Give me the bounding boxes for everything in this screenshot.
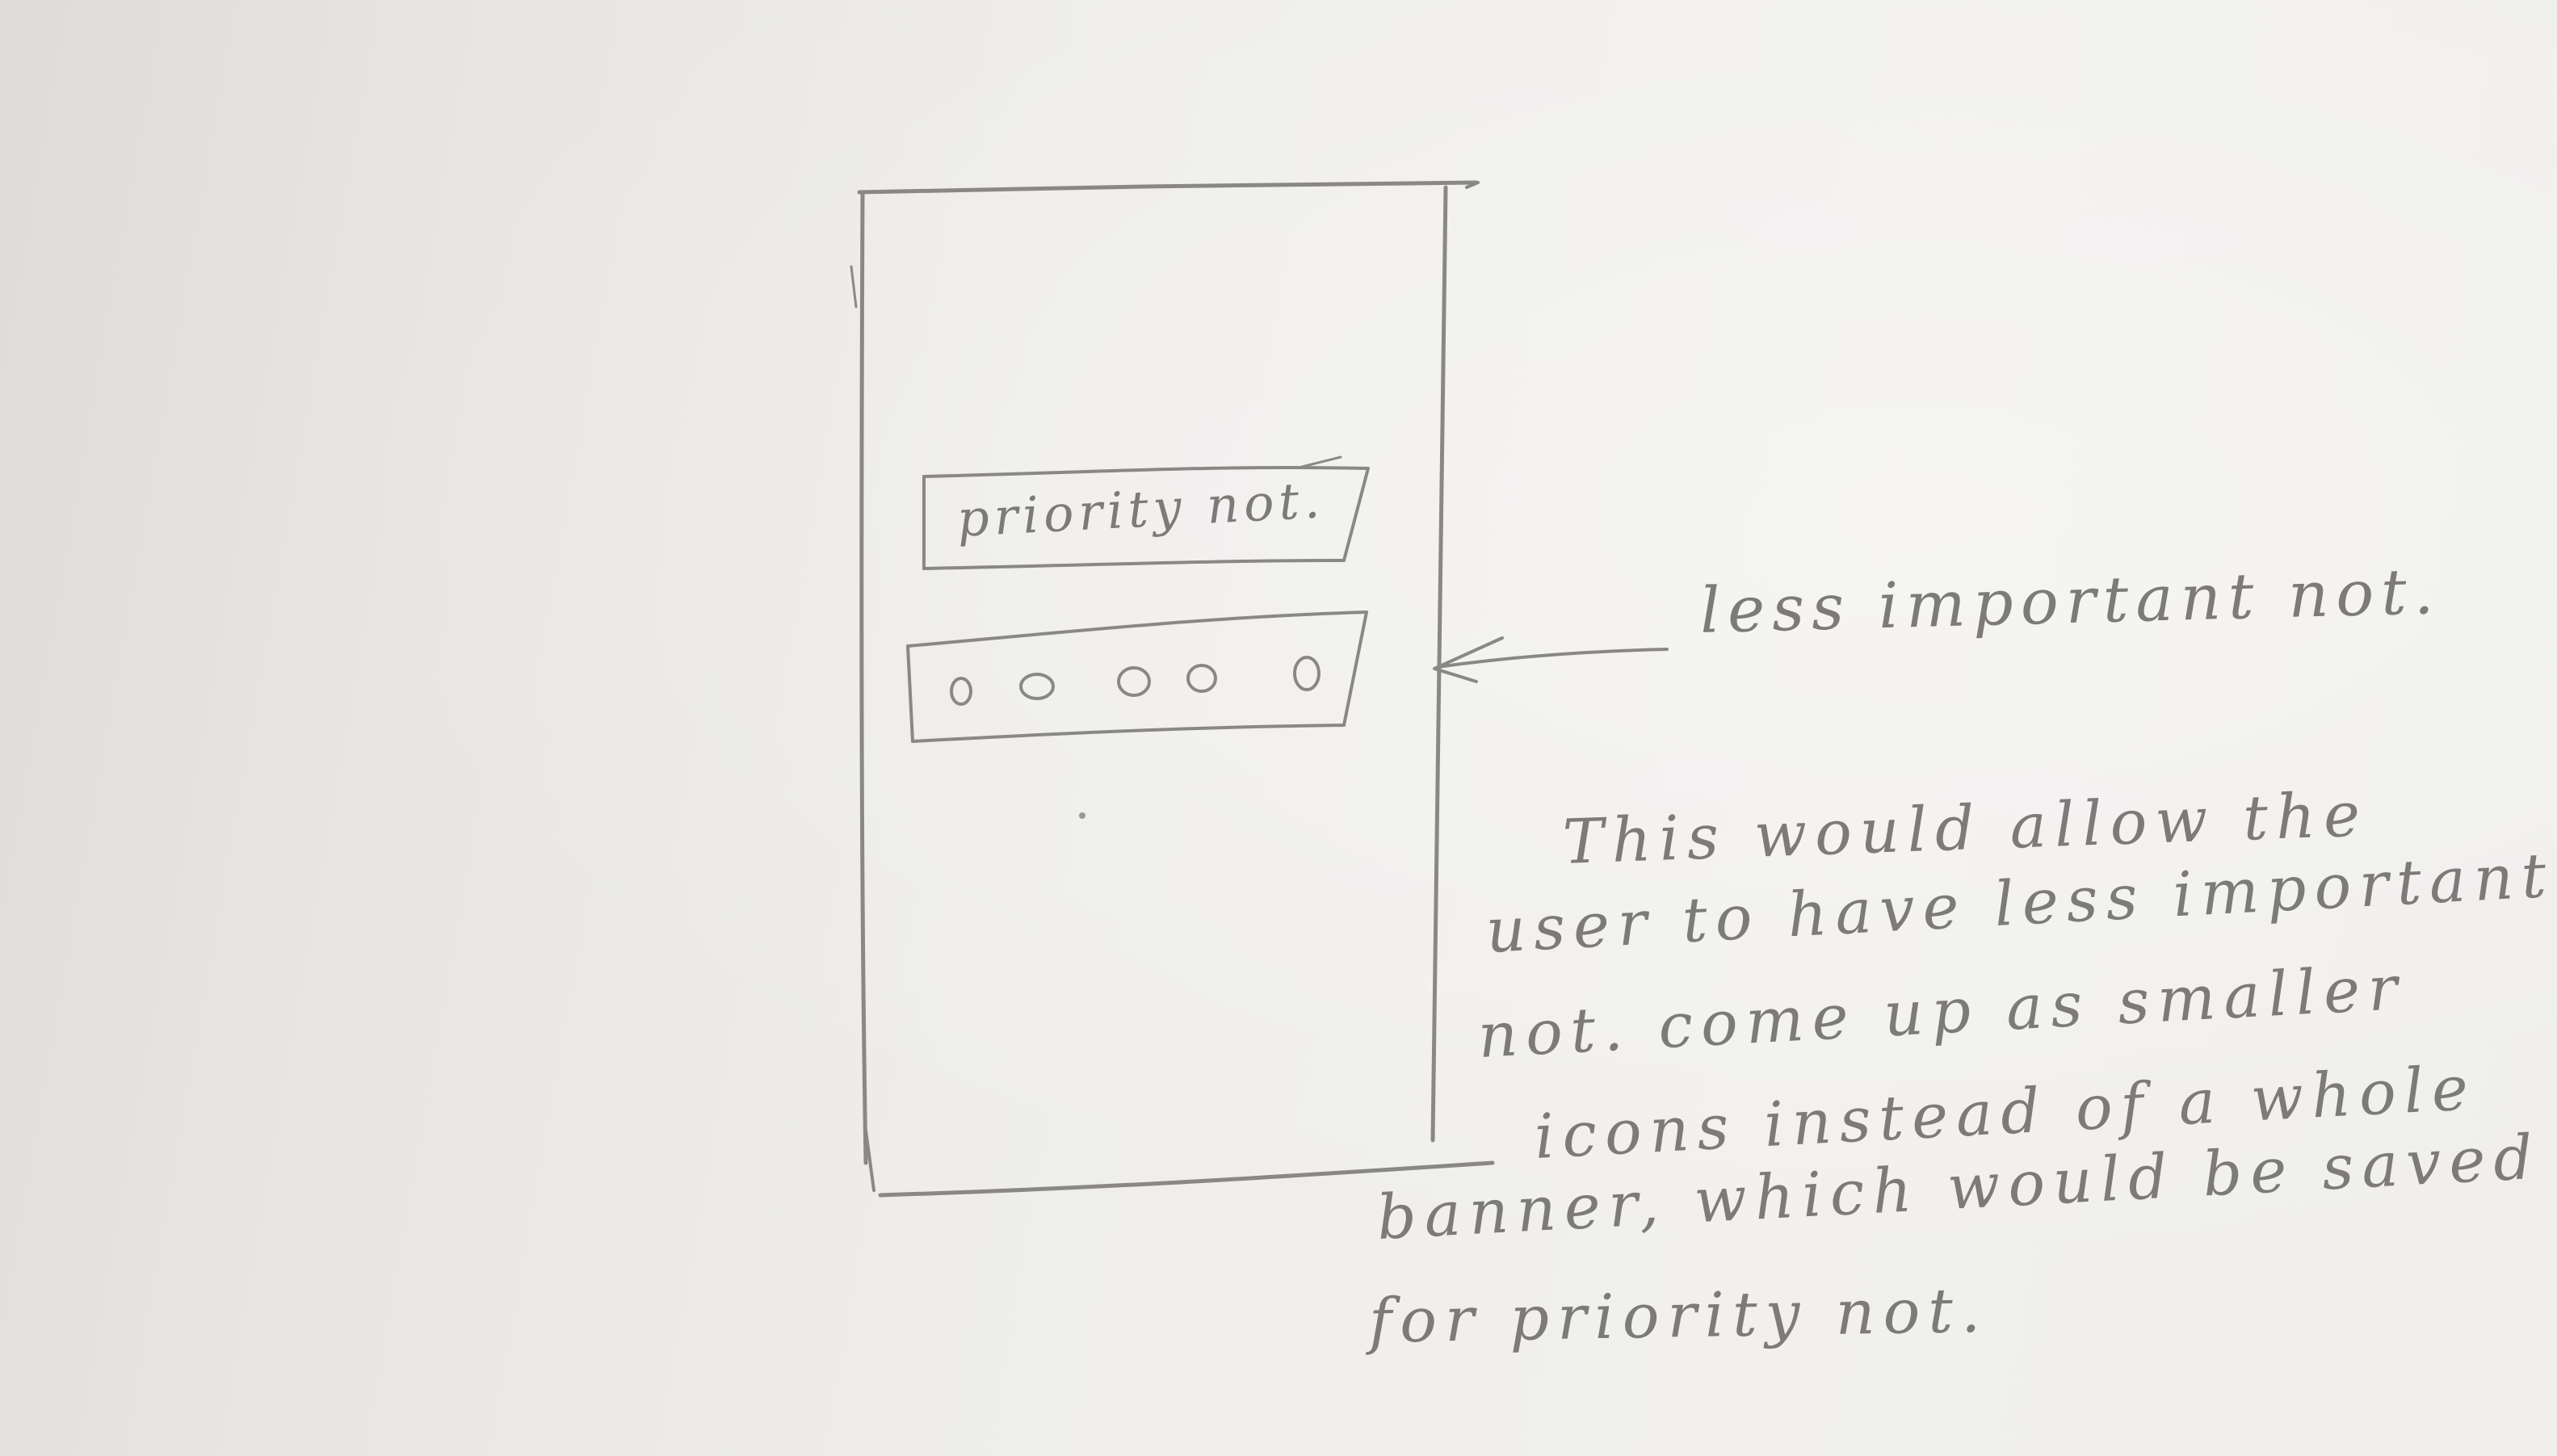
dot-2-icon — [1019, 673, 1055, 700]
pencil-dot — [1079, 812, 1085, 819]
dot-4-icon — [1186, 664, 1217, 693]
dot-1-icon — [950, 677, 972, 706]
arrow-icon — [1433, 636, 1669, 683]
dot-5-icon — [1293, 656, 1320, 691]
priority-banner — [922, 455, 1370, 570]
note-line: for priority not. — [1368, 1273, 1989, 1357]
phone-outline — [850, 180, 1495, 1198]
arrow-annotation: less important not. — [1698, 555, 2442, 648]
dot-icon-row — [950, 656, 1320, 706]
dot-3-icon — [1117, 666, 1151, 697]
small-notification-row — [906, 611, 1368, 743]
